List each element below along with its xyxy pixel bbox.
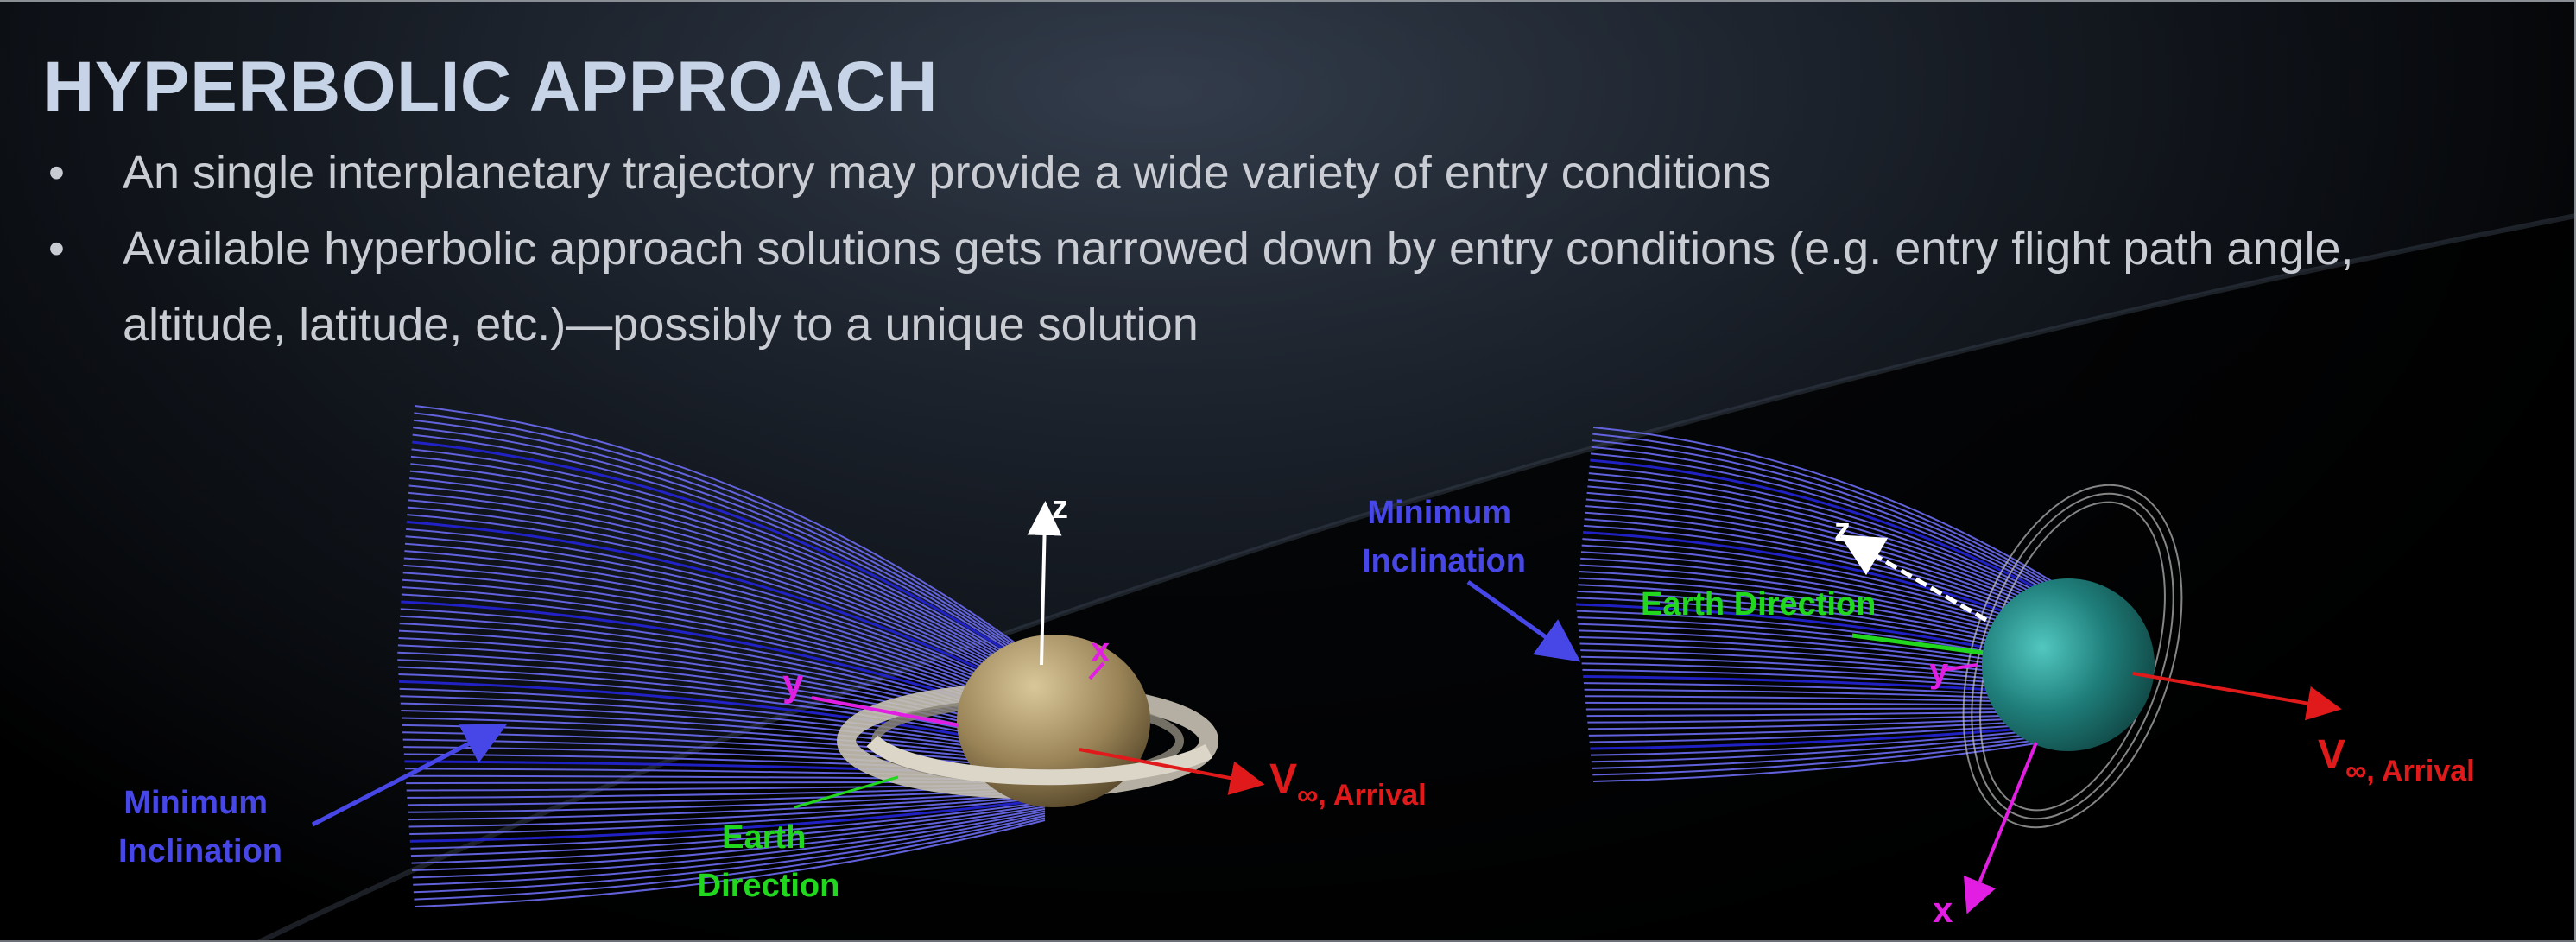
slide-title: HYPERBOLIC APPROACH: [43, 47, 939, 126]
min-inclination-arrow: [1466, 579, 1581, 662]
bullet-text: An single interplanetary trajectory may …: [123, 147, 1771, 199]
trajectory-line: [410, 801, 1046, 850]
trajectory-line: [403, 557, 1046, 713]
trajectory-line: [400, 702, 1046, 758]
trajectory-line: [1592, 734, 2069, 776]
trajectory-line: [402, 572, 1046, 718]
trajectory-line: [410, 803, 1046, 857]
trajectory-line: [408, 794, 1046, 828]
trajectory-line: [403, 564, 1046, 716]
trajectory-line: [1592, 737, 2069, 782]
trajectory-line: [408, 499, 1046, 695]
x-axis-arrow: [1088, 661, 1105, 680]
trajectory-line: [404, 550, 1046, 711]
trajectory-line: [414, 405, 1046, 666]
z-axis-arrow: [1839, 534, 1988, 623]
trajectory-line: [409, 796, 1046, 835]
trajectory-line: [405, 535, 1046, 706]
bullet-dot: •: [48, 147, 65, 199]
v-inf-arrow: [2132, 672, 2342, 721]
trajectory-line: [409, 799, 1046, 843]
trajectory-line: [1591, 729, 2069, 763]
earth-direction-label: Earth Direction: [698, 819, 840, 904]
trajectory-line: [1589, 465, 2069, 609]
trajectory-line: [408, 484, 1046, 691]
trajectory-line: [413, 419, 1046, 671]
x-axis-label: x: [1933, 889, 1953, 930]
trajectory-line: [409, 470, 1046, 686]
min-inclination-label: Minimum Inclination: [1362, 495, 1526, 579]
trajectory-line: [412, 807, 1046, 871]
y-axis-label: y: [782, 662, 804, 705]
z-axis-arrow: [1027, 501, 1062, 666]
trajectory-line: [1592, 731, 2069, 769]
uranus-planet: [1982, 578, 2155, 751]
trajectory-line: [407, 514, 1046, 700]
y-axis-arrow: [1942, 663, 1978, 672]
trajectory-line: [414, 819, 1046, 907]
bullet-dot: •: [48, 223, 65, 275]
trajectory-line: [1590, 458, 2069, 607]
trajectory-line: [1585, 505, 2069, 625]
trajectory-line: [401, 710, 1046, 761]
trajectory-line: [410, 463, 1046, 684]
y-axis-label: y: [1929, 652, 1949, 690]
trajectory-line: [414, 412, 1046, 668]
trajectory-line: [404, 542, 1046, 709]
trajectory-line: [1591, 726, 2069, 756]
trajectory-line: [410, 455, 1046, 682]
trajectory-line: [413, 814, 1046, 894]
trajectory-line: [406, 528, 1046, 705]
trajectory-line: [409, 477, 1046, 688]
trajectory-line: [1588, 472, 2069, 611]
trajectory-line: [411, 440, 1046, 678]
trajectory-line: [1590, 452, 2069, 604]
trajectory-line: [1592, 439, 2069, 598]
x-axis-label: x: [1091, 631, 1110, 669]
trajectory-line: [413, 812, 1046, 886]
trajectory-line: [411, 806, 1046, 864]
min-inclination-label: Minimum Inclination: [118, 785, 282, 869]
trajectory-line: [1587, 485, 2069, 617]
trajectory-line: [1590, 723, 2069, 750]
x-axis-arrow: [1963, 742, 2038, 914]
bullet-text: Available hyperbolic approach solutions …: [123, 223, 2354, 351]
v-inf-label: V∞, Arrival: [2318, 732, 2475, 787]
trajectory-line: [1589, 721, 2069, 743]
trajectory-line: [1592, 427, 2069, 592]
trajectory-line: [1584, 518, 2069, 630]
earth-direction-label: Earth Direction: [1641, 586, 1876, 623]
trajectory-line: [1585, 498, 2069, 623]
z-axis-label: z: [1834, 512, 1851, 548]
trajectory-line: [413, 427, 1046, 673]
saturn-planet: [837, 635, 1218, 807]
trajectory-line: [411, 448, 1046, 680]
trajectory-line: [1592, 433, 2069, 595]
trajectory-line: [401, 717, 1046, 763]
v-inf-arrow: [1079, 748, 1265, 795]
y-axis-arrow: [811, 696, 959, 727]
v-inf-label: V∞, Arrival: [1269, 756, 1427, 812]
trajectory-line: [412, 433, 1046, 675]
trajectory-line: [408, 790, 1046, 813]
trajectory-line: [406, 520, 1046, 703]
trajectory-line: [407, 506, 1046, 698]
trajectory-line: [412, 810, 1046, 879]
earth-direction-arrow: [1851, 633, 1984, 655]
earth-direction-arrow: [794, 775, 899, 809]
z-axis-label: z: [1052, 490, 1068, 526]
trajectory-line: [408, 491, 1046, 693]
trajectory-line: [1586, 491, 2069, 620]
trajectory-line: [414, 817, 1046, 901]
trajectory-line: [408, 792, 1046, 821]
min-inclination-arrow: [311, 724, 508, 827]
